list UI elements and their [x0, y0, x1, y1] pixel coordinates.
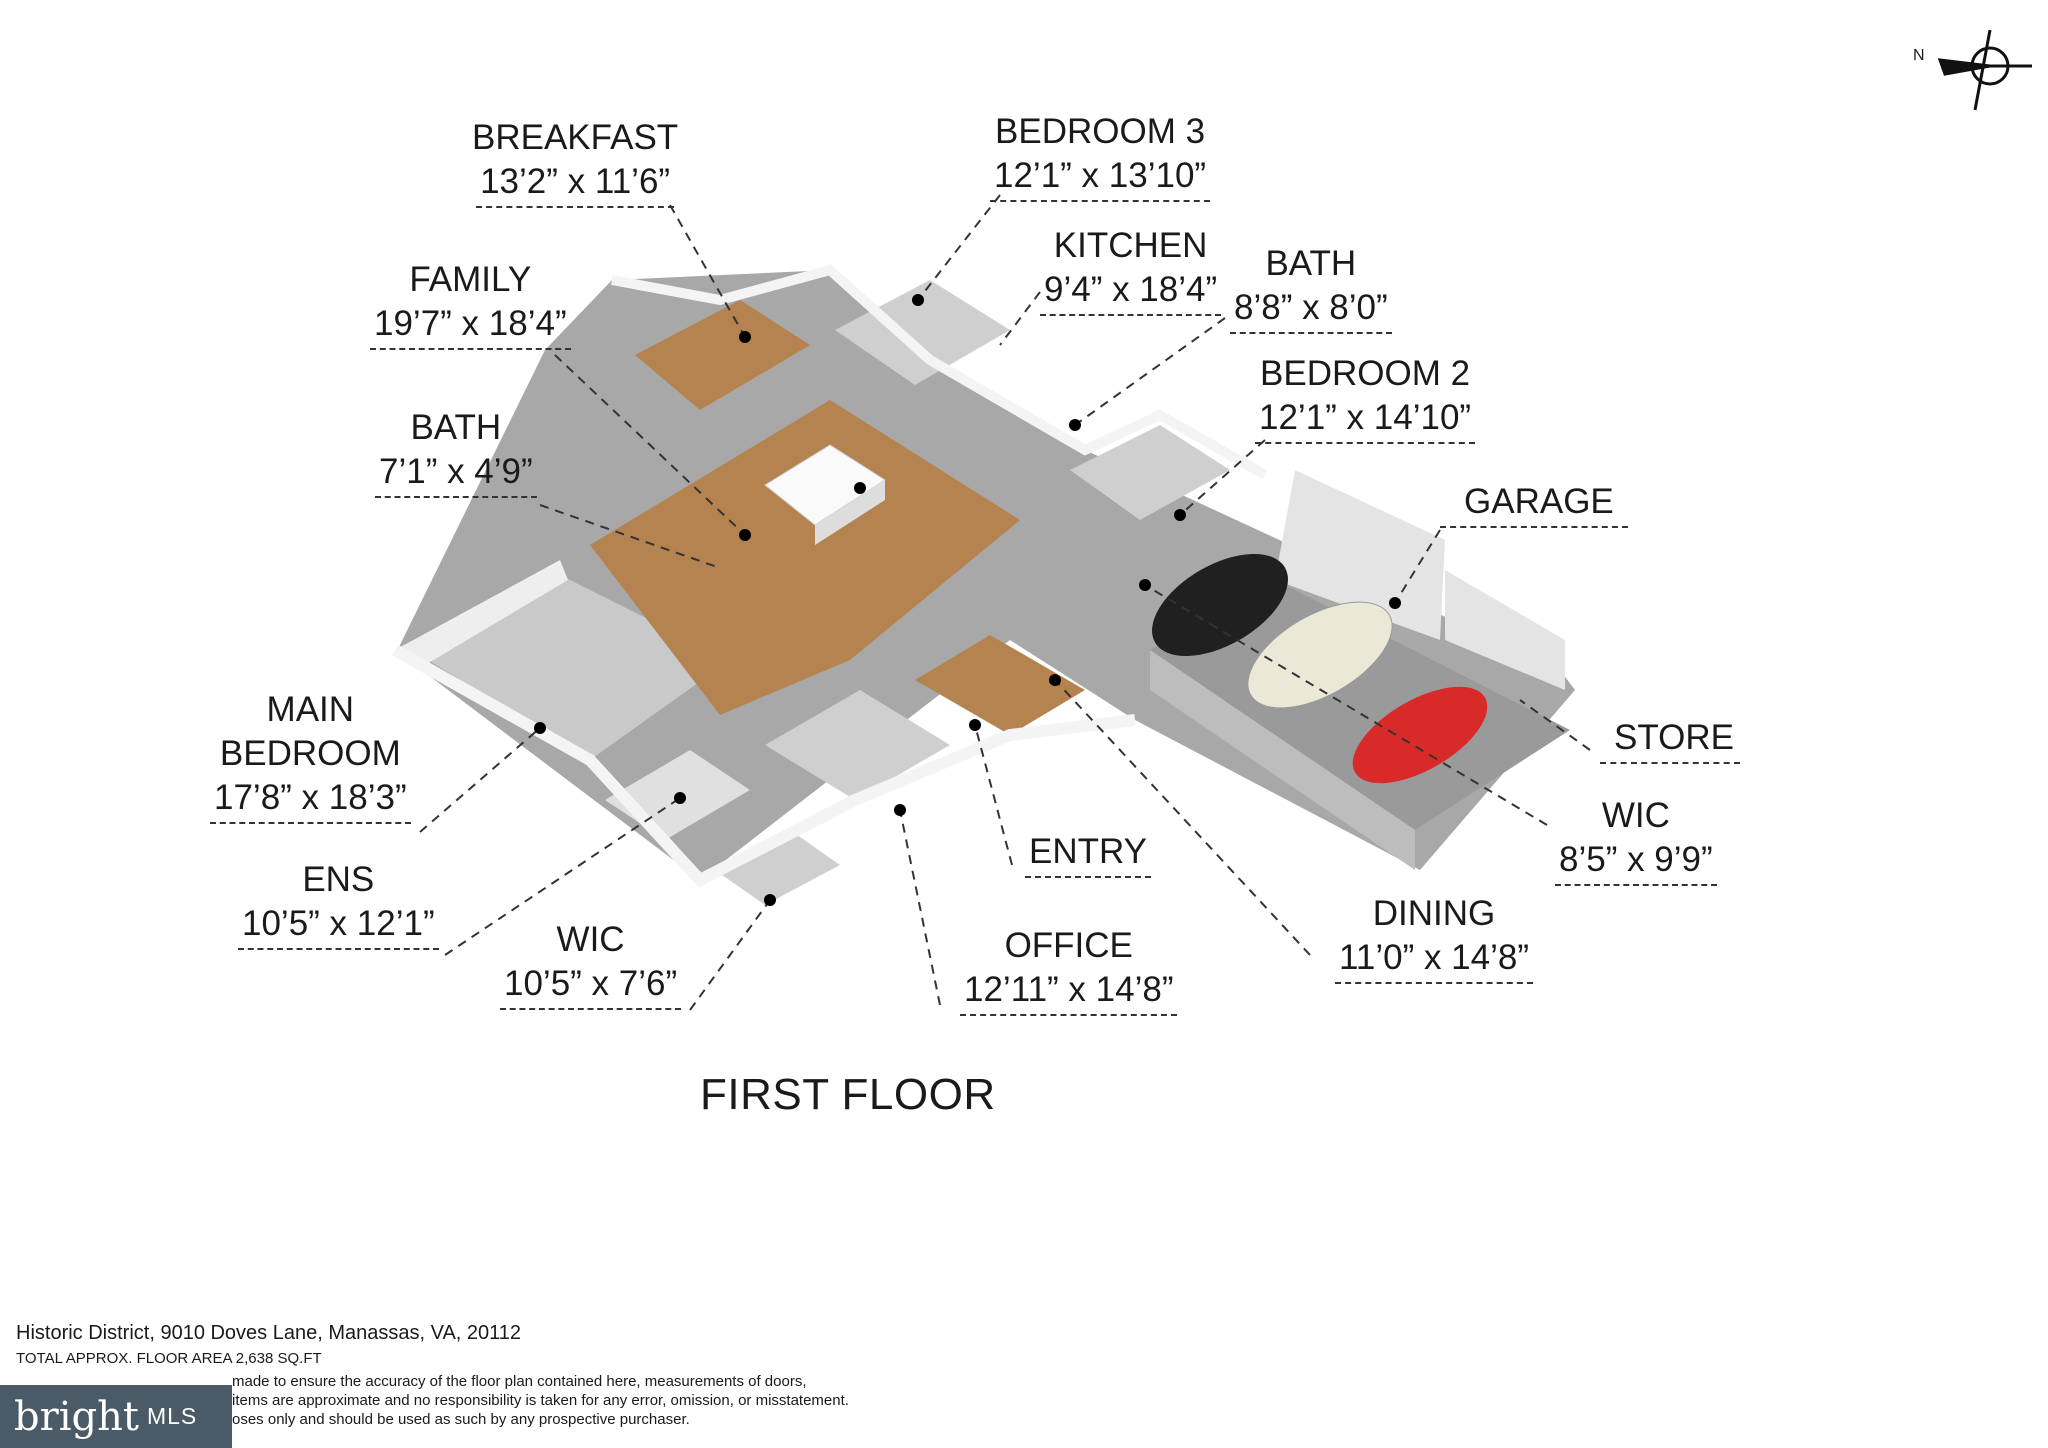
- black-car: [1152, 553, 1288, 657]
- bright-mls-logo: bright MLS: [0, 1385, 232, 1448]
- room-dims: 19’7” x 18’4”: [370, 302, 571, 350]
- room-label-garage: GARAGE: [1440, 480, 1628, 528]
- compass-icon: [1937, 29, 2032, 111]
- room-dims: 12’1” x 13’10”: [990, 154, 1211, 202]
- wic-floor: [715, 830, 840, 905]
- room-dims: 9’4” x 18’4”: [1040, 268, 1222, 316]
- room-label-wic-garage: WIC 8’5” x 9’9”: [1555, 794, 1717, 886]
- room-label-entry: ENTRY: [1025, 830, 1151, 878]
- room-name: BATH: [1265, 244, 1357, 283]
- room-name: WIC: [556, 920, 625, 959]
- footer-area: TOTAL APPROX. FLOOR AREA 2,638 SQ.FT: [16, 1350, 322, 1367]
- logo-suffix: MLS: [146, 1403, 198, 1429]
- room-name: GARAGE: [1440, 480, 1628, 528]
- room-name: FAMILY: [409, 260, 532, 299]
- room-label-bath-1: BATH 8’8” x 8’0”: [1230, 242, 1392, 334]
- room-dims: 7’1” x 4’9”: [375, 450, 537, 498]
- room-name: ENTRY: [1025, 830, 1151, 878]
- room-label-breakfast: BREAKFAST 13’2” x 11’6”: [472, 116, 678, 208]
- room-name: BEDROOM 2: [1260, 354, 1471, 393]
- room-dims: 8’8” x 8’0”: [1230, 286, 1392, 334]
- room-label-dining: DINING 11’0” x 14’8”: [1335, 892, 1534, 984]
- footer-address: Historic District, 9010 Doves Lane, Mana…: [16, 1322, 522, 1344]
- room-dims: 8’5” x 9’9”: [1555, 838, 1717, 886]
- bedroom-2-floor: [1070, 425, 1230, 520]
- room-label-office: OFFICE 12’11” x 14’8”: [960, 924, 1178, 1016]
- room-dims: 12’11” x 14’8”: [960, 968, 1178, 1016]
- room-dims: 13’2” x 11’6”: [476, 160, 675, 208]
- room-label-bedroom-2: BEDROOM 2 12’1” x 14’10”: [1255, 352, 1476, 444]
- office-floor: [765, 690, 950, 800]
- room-name: STORE: [1600, 716, 1740, 764]
- breakfast-floor: [635, 300, 810, 410]
- room-label-bedroom-3: BEDROOM 3 12’1” x 13’10”: [990, 110, 1211, 202]
- room-name: BEDROOM 3: [995, 112, 1206, 151]
- room-dims: 12’1” x 14’10”: [1255, 396, 1476, 444]
- room-name-line-2: BEDROOM: [219, 734, 401, 773]
- white-car: [1247, 601, 1393, 709]
- room-dims: 11’0” x 14’8”: [1335, 936, 1534, 984]
- room-dims: 10’5” x 12’1”: [238, 902, 439, 950]
- room-name: WIC: [1601, 796, 1670, 835]
- footer-disclaimer-1: made to ensure the accuracy of the floor…: [232, 1373, 807, 1390]
- room-markers: [534, 294, 1401, 906]
- room-label-main-bedroom: MAIN BEDROOM 17’8” x 18’3”: [210, 688, 411, 824]
- garage-floor: [1150, 580, 1570, 830]
- room-label-bath-2: BATH 7’1” x 4’9”: [375, 406, 537, 498]
- room-name: OFFICE: [1004, 926, 1133, 965]
- bedroom-3-floor: [835, 280, 1010, 385]
- room-name: KITCHEN: [1053, 226, 1208, 265]
- room-label-family: FAMILY 19’7” x 18’4”: [370, 258, 571, 350]
- room-name: ENS: [302, 860, 375, 899]
- room-label-kitchen: KITCHEN 9’4” x 18’4”: [1040, 224, 1222, 316]
- room-label-ens: ENS 10’5” x 12’1”: [238, 858, 439, 950]
- room-dims: 17’8” x 18’3”: [210, 776, 411, 824]
- compass-north-label: N: [1913, 47, 1925, 64]
- leader-lines: [419, 194, 1591, 1011]
- room-label-store: STORE: [1600, 716, 1740, 764]
- room-name: DINING: [1372, 894, 1496, 933]
- dining-floor: [915, 635, 1085, 735]
- footer-disclaimer-2: items are approximate and no responsibil…: [232, 1392, 849, 1409]
- logo-brand: bright: [14, 1393, 139, 1440]
- room-name: MAIN: [266, 690, 355, 729]
- footer-disclaimer-3: oses only and should be used as such by …: [232, 1411, 690, 1428]
- room-label-wic-ensuite: WIC 10’5” x 7’6”: [500, 918, 682, 1010]
- room-dims: 10’5” x 7’6”: [500, 962, 682, 1010]
- floor-plan-walls: [392, 264, 1575, 905]
- floor-title: FIRST FLOOR: [700, 1070, 996, 1119]
- red-car: [1352, 686, 1488, 784]
- room-name: BREAKFAST: [472, 118, 679, 157]
- family-kitchen-floor: [590, 400, 1020, 715]
- room-name: BATH: [410, 408, 502, 447]
